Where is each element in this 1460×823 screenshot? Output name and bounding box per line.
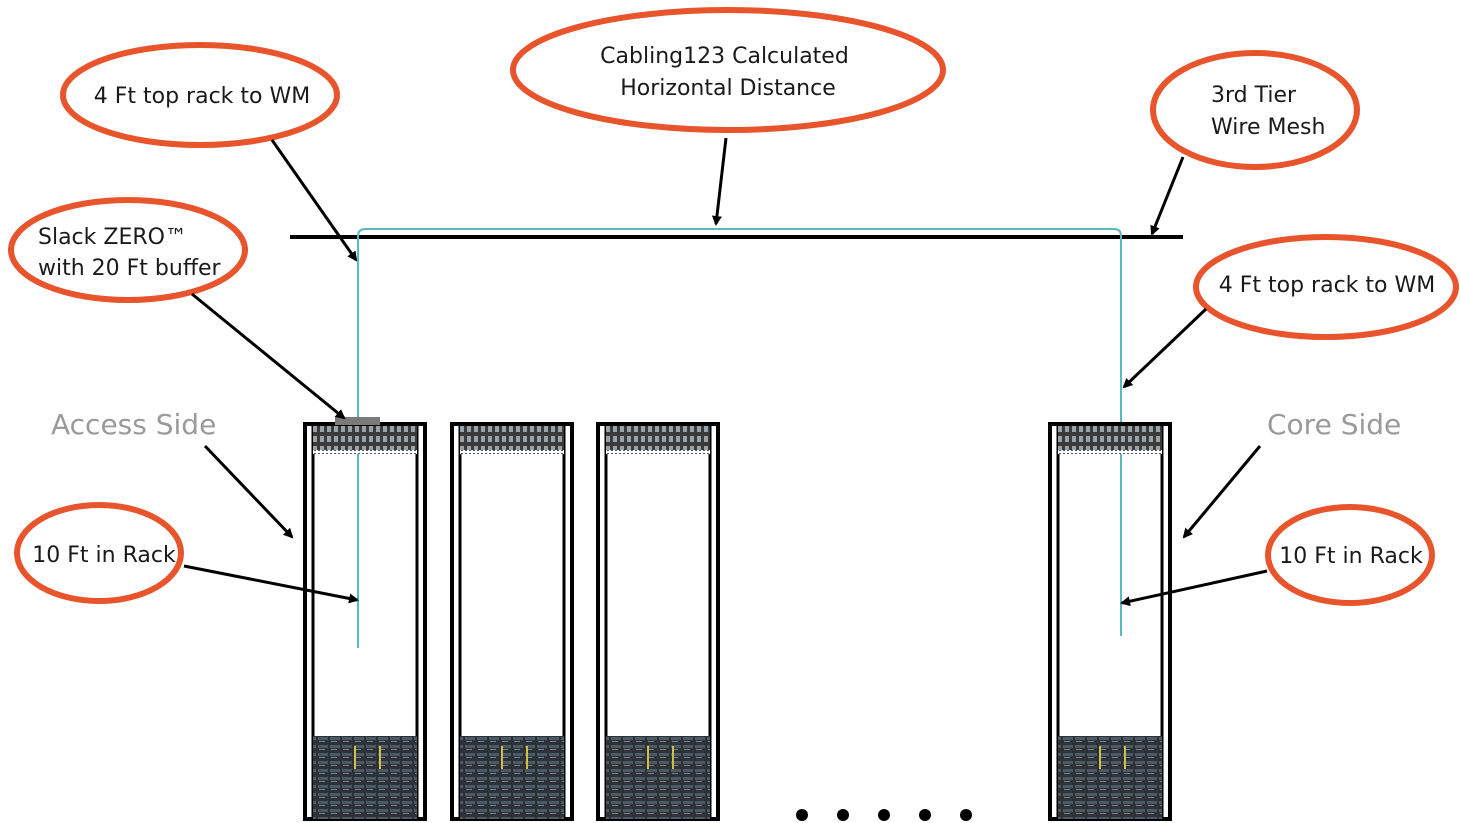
- callout-right-top-rack: [1193, 234, 1459, 340]
- rack-access-2: [450, 422, 574, 821]
- arrow-slack-zero: [191, 292, 346, 420]
- rack-access-1: [303, 422, 427, 821]
- arrow-wire-mesh: [1150, 156, 1185, 236]
- arrow-right-in-rack: [1120, 569, 1268, 607]
- arrow-core-side: [1182, 445, 1262, 539]
- arrow-calc-distance: [711, 137, 728, 226]
- calc-distance-line1: Cabling123 Calculated: [600, 44, 849, 69]
- arrow-left-in-rack: [183, 564, 359, 604]
- right-top-rack-label: 4 Ft top rack to WM: [1219, 273, 1435, 298]
- arrow-access-side: [203, 444, 294, 539]
- wire-mesh-line1: 3rd Tier: [1211, 83, 1297, 108]
- slack-line2: with 20 Ft buffer: [38, 256, 222, 281]
- callout-right-in-rack: [1265, 504, 1435, 606]
- rack-core: [1048, 422, 1172, 821]
- callout-wire-mesh: [1150, 50, 1360, 170]
- core-side-label: Core Side: [1267, 408, 1401, 441]
- slack-line1: Slack ZERO™: [38, 225, 187, 250]
- left-in-rack-label: 10 Ft in Rack: [32, 543, 176, 568]
- left-top-rack-label: 4 Ft top rack to WM: [94, 84, 310, 109]
- calc-distance-line2: Horizontal Distance: [620, 76, 836, 101]
- callout-left-in-rack: [14, 502, 184, 604]
- continuation-dots: [796, 809, 972, 821]
- rack-access-3: [596, 422, 720, 821]
- arrow-right-top-rack: [1122, 307, 1208, 389]
- wire-mesh-line2: Wire Mesh: [1211, 115, 1325, 140]
- arrow-left-top-rack: [270, 139, 358, 262]
- callout-left-top-rack: [60, 42, 340, 148]
- slack-zero-device: [335, 417, 380, 425]
- cable-route: [357, 228, 1122, 648]
- svg-text:3rd Tier Wire Mesh: 3rd Tier Wire Mesh: [1211, 83, 1325, 140]
- svg-text:Cabling123 Calculated Hori: Cabling123 Calculated Horizontal Distanc…: [600, 44, 856, 101]
- callout-slack-zero: [8, 197, 248, 303]
- access-side-label: Access Side: [51, 408, 216, 441]
- right-in-rack-label: 10 Ft in Rack: [1279, 544, 1423, 569]
- callout-calc-distance: [510, 7, 946, 133]
- svg-text:Slack ZERO™ with 20 Ft buf: Slack ZERO™ with 20 Ft buffer: [38, 225, 222, 281]
